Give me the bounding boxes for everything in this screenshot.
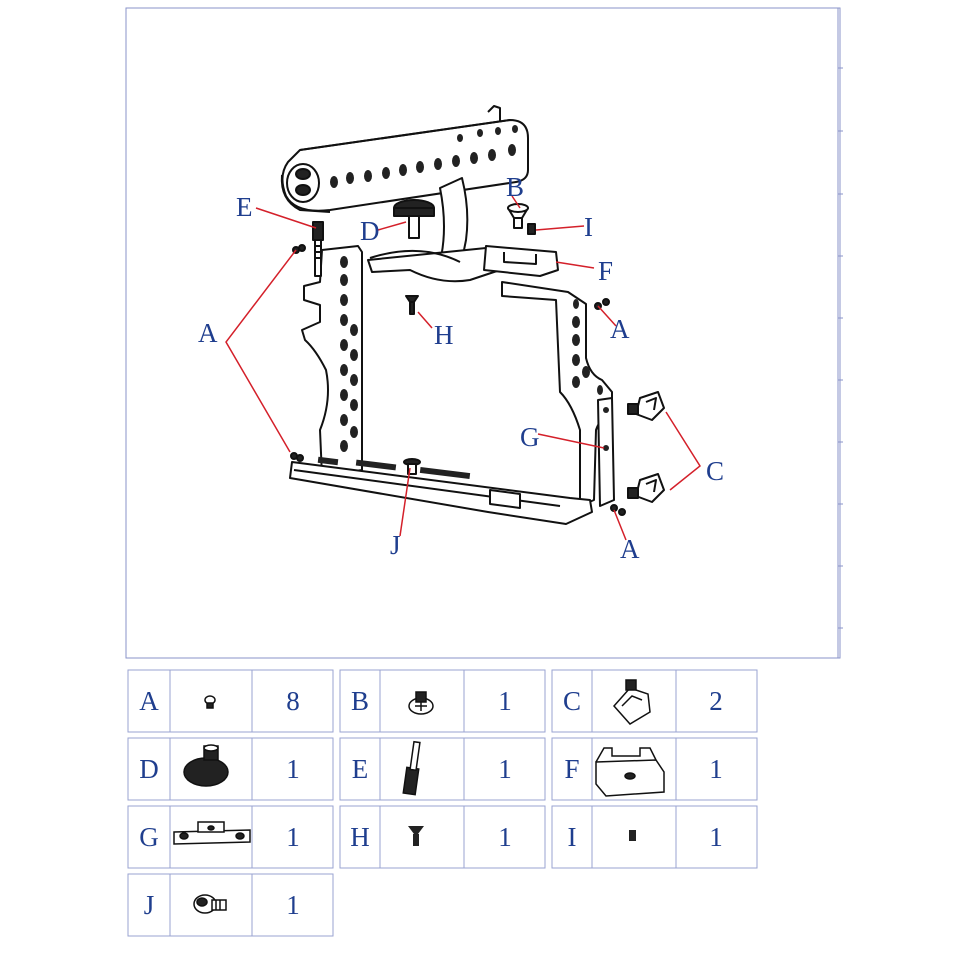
row-a-letter: A: [139, 686, 159, 716]
row-b-letter: B: [351, 686, 369, 716]
callout-a-bottom-right: A: [620, 534, 640, 564]
callout-i: I: [584, 212, 593, 242]
thumb-screw-icon: [183, 744, 229, 787]
leader-lines: [225, 195, 701, 541]
part-c-dring-lower: [627, 473, 665, 503]
row-d-qty: 1: [286, 754, 300, 784]
callout-b: B: [506, 172, 524, 202]
callout-d: D: [360, 216, 380, 246]
row-e-letter: E: [352, 754, 369, 784]
row-c-letter: C: [563, 686, 581, 716]
side-clamp-g: [597, 397, 615, 507]
part-b-screw: [507, 203, 529, 229]
phillips-screw-icon: [408, 691, 434, 715]
callout-a-left: A: [198, 318, 218, 348]
row-h-letter: H: [350, 822, 370, 852]
callout-f: F: [598, 256, 613, 286]
callout-h: H: [434, 320, 454, 350]
callout-g: G: [520, 422, 540, 452]
row-g-qty: 1: [286, 822, 300, 852]
callout-c: C: [706, 456, 724, 486]
set-screw-icon: [629, 830, 636, 841]
parts-table: [127, 669, 758, 937]
row-j-letter: J: [144, 890, 155, 920]
callout-a-top-right: A: [610, 314, 630, 344]
row-f-qty: 1: [709, 754, 723, 784]
slotted-screw-icon: [193, 894, 227, 914]
cold-shoe-block-icon: [595, 747, 665, 797]
row-i-letter: I: [568, 822, 577, 852]
cold-shoe-f: [483, 245, 559, 277]
row-a-qty: 8: [286, 686, 300, 716]
row-j-qty: 1: [286, 890, 300, 920]
cage-drawing: [280, 105, 665, 525]
part-j-screw: [403, 458, 421, 475]
right-upright: [501, 281, 613, 507]
long-bolt-icon: [402, 740, 421, 796]
top-handle: [280, 105, 529, 263]
countersunk-screw-icon: [408, 826, 424, 846]
row-d-letter: D: [139, 754, 159, 784]
callout-e: E: [236, 192, 253, 222]
row-e-qty: 1: [498, 754, 512, 784]
row-b-qty: 1: [498, 686, 512, 716]
part-e-bolt: [312, 221, 324, 277]
callout-labels: A A A B C D E F G H I J: [198, 172, 724, 564]
callout-j: J: [390, 530, 401, 560]
row-f-letter: F: [564, 754, 579, 784]
d-ring-screw-icon: [612, 679, 651, 725]
row-i-qty: 1: [709, 822, 723, 852]
side-clamp-icon: [173, 821, 251, 845]
small-screw-icon: [204, 695, 216, 709]
part-i-setscrew: [527, 223, 536, 235]
row-h-qty: 1: [498, 822, 512, 852]
parts-table-content: A 8 B 1 C 2 D 1 E 1: [139, 679, 723, 920]
part-c-dring-upper: [627, 391, 665, 421]
left-upright: [301, 245, 363, 477]
row-c-qty: 2: [709, 686, 723, 716]
drawing-frame: [125, 7, 843, 659]
row-g-letter: G: [139, 822, 159, 852]
part-h-screw: [405, 295, 419, 315]
part-d-thumbscrew: [393, 199, 435, 239]
